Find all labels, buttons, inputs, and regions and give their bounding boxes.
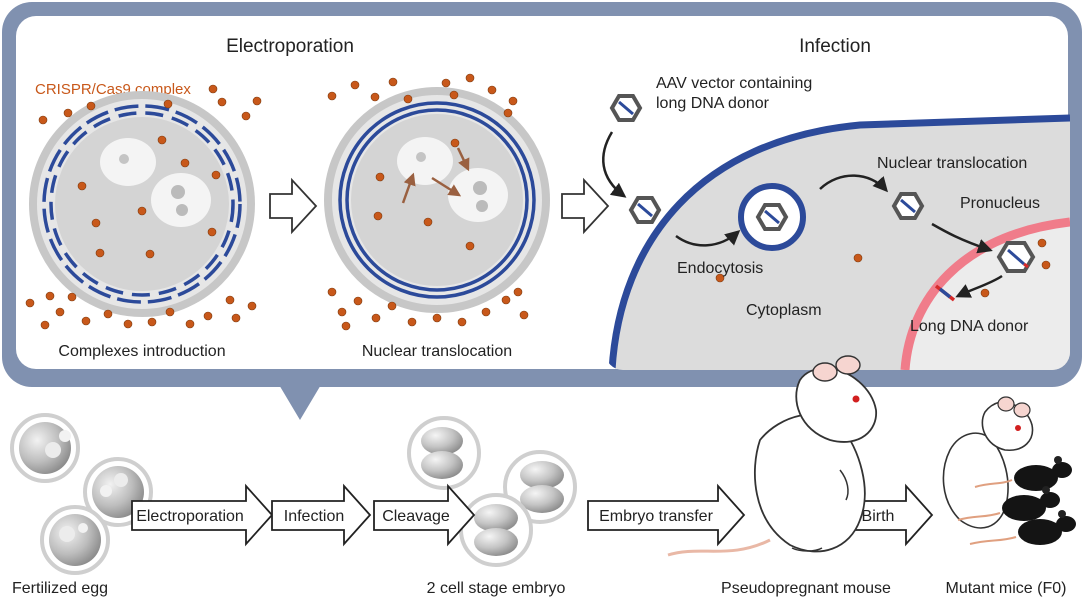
- step-birth: Birth: [862, 508, 895, 525]
- black-mouse-2: [957, 486, 1060, 521]
- long-dna-donor-strand: [934, 284, 956, 302]
- endocytosis-label: Endocytosis: [677, 260, 763, 277]
- step-arrow-electroporation: [131, 483, 274, 547]
- nuclear-translocation-left-label: Nuclear translocation: [362, 343, 512, 360]
- stage-mutant-mice: Mutant mice (F0): [946, 580, 1067, 597]
- fertilized-eggs: [10, 413, 153, 575]
- pseudopregnant-mouse: [667, 355, 877, 557]
- mutant-mice: [942, 396, 1076, 545]
- stage-two-cell-embryo: 2 cell stage embryo: [427, 580, 566, 597]
- workflow-steps: Electroporation Infection Cleavage Embry…: [131, 483, 934, 547]
- pronucleus-label: Pronucleus: [960, 195, 1040, 212]
- two-cell-embryos: [407, 416, 577, 567]
- stage-pseudopregnant-mouse: Pseudopregnant mouse: [721, 580, 891, 597]
- stage-fertilized-egg: Fertilized egg: [12, 580, 108, 597]
- step-arrow-embryo-transfer: [587, 483, 746, 547]
- complexes-introduction-label: Complexes introduction: [58, 343, 225, 360]
- infection-title: Infection: [799, 36, 871, 57]
- aav-label-line2: long DNA donor: [656, 95, 770, 112]
- block-arrow-2: [561, 177, 610, 235]
- cytoplasm-label: Cytoplasm: [746, 302, 822, 319]
- egg-complexes-introduction: [29, 91, 255, 317]
- step-cleavage: Cleavage: [382, 508, 450, 525]
- step-infection: Infection: [284, 508, 344, 525]
- aav-label-line1: AAV vector containing: [656, 75, 812, 92]
- process-arrows: [602, 131, 1003, 298]
- step-arrow-infection: [271, 483, 372, 547]
- black-mouse-1: [974, 456, 1072, 491]
- cas9-dots-infection: [715, 238, 1051, 298]
- electroporation-title: Electroporation: [226, 36, 354, 57]
- nuclear-translocation-right-label: Nuclear translocation: [877, 155, 1027, 172]
- egg-nuclear-translocation: [324, 87, 550, 313]
- aav-particles: [609, 94, 1036, 273]
- step-arrow-cleavage: [373, 483, 476, 547]
- long-dna-donor-label: Long DNA donor: [910, 318, 1029, 335]
- step-electroporation: Electroporation: [136, 508, 244, 525]
- block-arrow-1: [269, 177, 318, 235]
- cas9-dots: [25, 73, 529, 331]
- black-mouse-3: [969, 510, 1076, 545]
- step-embryo-transfer: Embryo transfer: [599, 508, 713, 525]
